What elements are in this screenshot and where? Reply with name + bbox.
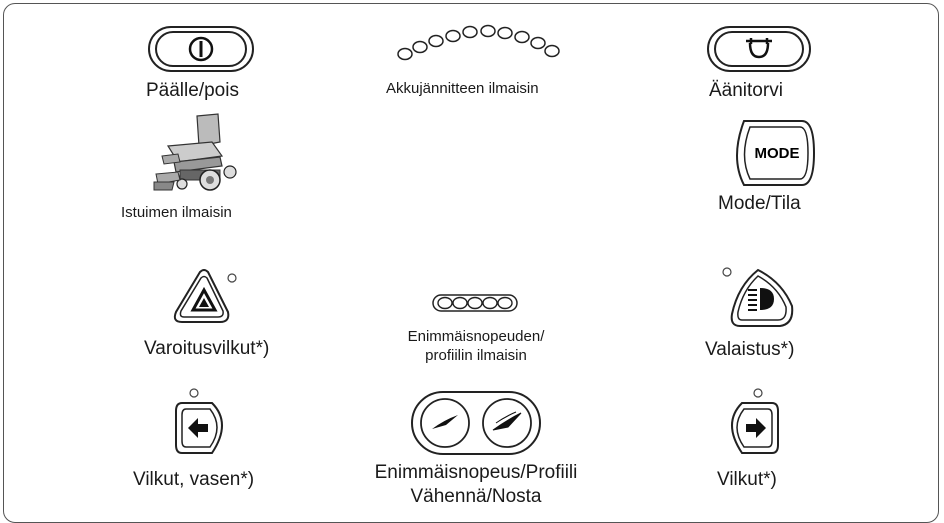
- lights-label: Valaistus*): [705, 339, 795, 360]
- mode-button-label: MODE: [755, 145, 800, 162]
- lights-button[interactable]: [718, 262, 798, 334]
- hazard-button[interactable]: [170, 268, 240, 326]
- lights-led-icon: [722, 267, 732, 277]
- speed-leds-icon: [432, 294, 518, 312]
- speed-up-button[interactable]: [482, 398, 532, 448]
- hazard-led-icon: [227, 273, 237, 283]
- battery-leds-icon: [397, 24, 560, 61]
- mode-button[interactable]: MODE: [722, 118, 818, 188]
- speed-buttons-label: Enimmäisnopeus/Profiili Vähennä/Nosta: [370, 461, 582, 509]
- horn-label: Äänitorvi: [709, 80, 783, 101]
- power-icon: [188, 36, 214, 62]
- arrow-right-icon: [746, 418, 766, 438]
- power-button[interactable]: [147, 25, 255, 75]
- turn-right-label: Vilkut*): [717, 469, 777, 490]
- seat-label: Istuimen ilmaisin: [121, 204, 232, 221]
- speed-down-button[interactable]: [420, 398, 470, 448]
- battery-label: Akkujännitteen ilmaisin: [386, 80, 539, 97]
- speed-up-icon: [492, 411, 522, 431]
- speed-buttons-label-line2: Vähennä/Nosta: [410, 486, 542, 507]
- hazard-label: Varoitusvilkut*): [144, 338, 270, 359]
- horn-icon: [746, 38, 772, 59]
- speed-indicator-label-line2: profiilin ilmaisin: [425, 347, 527, 364]
- turn-right-button[interactable]: [720, 385, 782, 457]
- headlight-icon: [748, 288, 774, 311]
- speed-down-icon: [432, 415, 458, 429]
- turn-left-led-icon: [189, 388, 199, 398]
- turn-left-button[interactable]: [172, 385, 234, 457]
- speed-buttons-label-line1: Enimmäisnopeus/Profiili: [374, 462, 578, 483]
- speed-indicator-label: Enimmäisnopeuden/ profiilin ilmaisin: [390, 327, 562, 365]
- arrow-left-icon: [188, 418, 208, 438]
- turn-right-led-icon: [753, 388, 763, 398]
- power-label: Päälle/pois: [146, 80, 239, 101]
- speed-buttons[interactable]: [410, 390, 542, 456]
- horn-button[interactable]: [706, 25, 812, 75]
- wheelchair-seat-icon: [153, 113, 237, 191]
- hazard-triangle-icon: [190, 286, 218, 312]
- turn-left-label: Vilkut, vasen*): [133, 469, 255, 490]
- mode-label: Mode/Tila: [718, 193, 801, 214]
- speed-indicator-label-line1: Enimmäisnopeuden/: [407, 328, 545, 345]
